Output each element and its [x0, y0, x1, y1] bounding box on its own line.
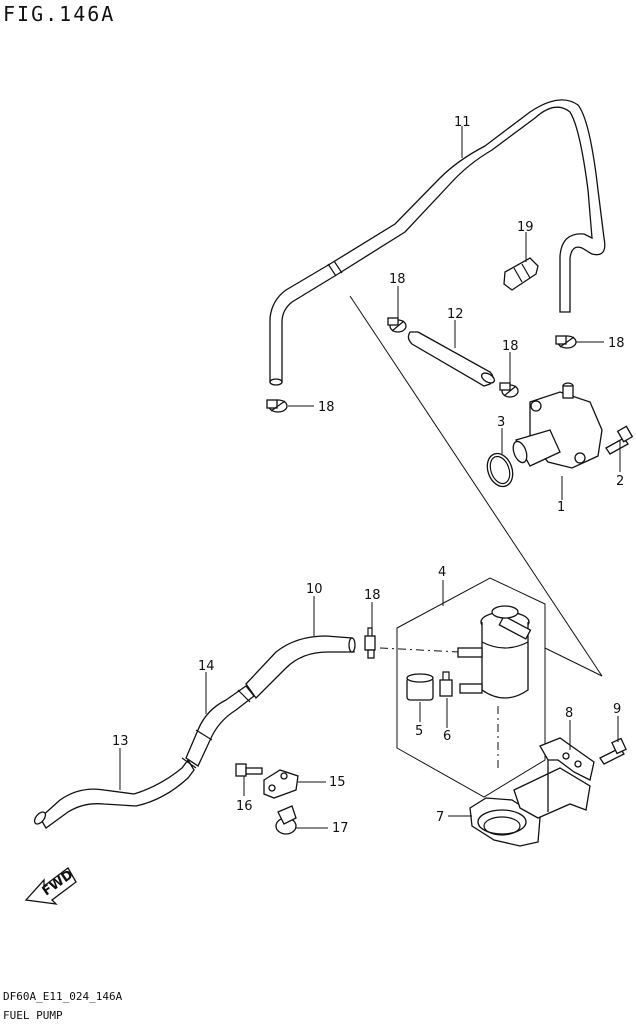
filter-assembly-frame — [396, 577, 546, 798]
callout-18: 18 — [502, 339, 519, 354]
callout-numbers: 11 19 18 12 18 18 18 3 2 1 4 18 10 14 13… — [112, 115, 625, 836]
fwd-arrow-icon: FWD — [24, 867, 77, 905]
hose-5[interactable] — [406, 673, 434, 701]
hose-12[interactable] — [407, 331, 496, 387]
callout-8: 8 — [565, 706, 573, 721]
callout-14: 14 — [198, 659, 215, 674]
clip-18-e[interactable] — [364, 627, 376, 659]
callout-18: 18 — [318, 400, 335, 415]
hose-14[interactable] — [185, 685, 255, 767]
callout-17: 17 — [332, 821, 349, 836]
callout-10: 10 — [306, 582, 323, 597]
leader-lines — [119, 126, 621, 829]
clip-18-b[interactable] — [499, 382, 519, 398]
hose-13[interactable] — [32, 757, 197, 829]
bracket-8[interactable] — [513, 737, 595, 819]
callout-2: 2 — [616, 474, 624, 489]
section-name: FUEL PUMP — [3, 1009, 63, 1022]
callout-16: 16 — [236, 799, 253, 814]
callout-3: 3 — [497, 415, 505, 430]
clip-18-d[interactable] — [266, 399, 288, 413]
fuel-filter-4[interactable] — [457, 605, 532, 699]
clamp-15[interactable] — [263, 769, 299, 799]
o-ring-3[interactable] — [483, 450, 517, 490]
bolt-9[interactable] — [599, 737, 627, 765]
callout-18: 18 — [608, 336, 625, 351]
callout-11: 11 — [454, 115, 471, 130]
callout-19: 19 — [517, 220, 534, 235]
fuel-pump-1[interactable] — [511, 382, 603, 469]
model-code: DF60A_E11_024_146A — [3, 990, 123, 1003]
bolt-2[interactable] — [605, 425, 634, 455]
clip-18-c[interactable] — [555, 335, 577, 349]
bolt-16[interactable] — [235, 763, 263, 777]
hose-11[interactable] — [269, 99, 606, 386]
callout-1: 1 — [557, 500, 565, 515]
clip-18-a[interactable] — [387, 317, 407, 333]
callout-18: 18 — [364, 588, 381, 603]
figure-title: FIG.146A — [3, 2, 116, 26]
callout-13: 13 — [112, 734, 129, 749]
callout-6: 6 — [443, 729, 451, 744]
clip-6[interactable] — [439, 671, 453, 697]
clamp-17[interactable] — [275, 805, 297, 835]
callout-12: 12 — [447, 307, 464, 322]
callout-9: 9 — [613, 702, 621, 717]
callout-15: 15 — [329, 775, 346, 790]
callout-18: 18 — [389, 272, 406, 287]
callout-4: 4 — [438, 565, 446, 580]
hose-10[interactable] — [245, 635, 356, 700]
callout-5: 5 — [415, 724, 423, 739]
callout-7: 7 — [436, 810, 444, 825]
clip-19[interactable] — [503, 257, 539, 291]
